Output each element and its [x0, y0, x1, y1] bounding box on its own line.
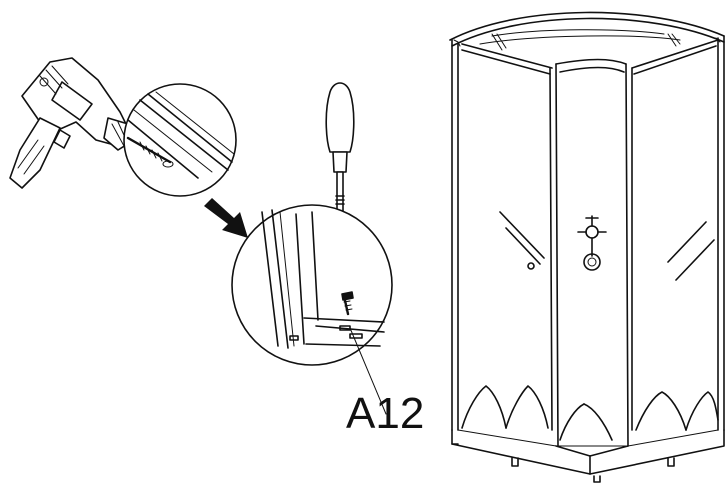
drilling-detail-view	[123, 83, 237, 197]
screw-detail-view	[231, 204, 393, 366]
mixer-valve-icon	[577, 215, 607, 271]
label-leader-line	[349, 327, 387, 415]
arrow-icon	[204, 198, 248, 238]
power-drill-icon	[9, 57, 148, 189]
part-label-a12: A12	[346, 389, 425, 438]
shower-enclosure	[449, 11, 725, 483]
